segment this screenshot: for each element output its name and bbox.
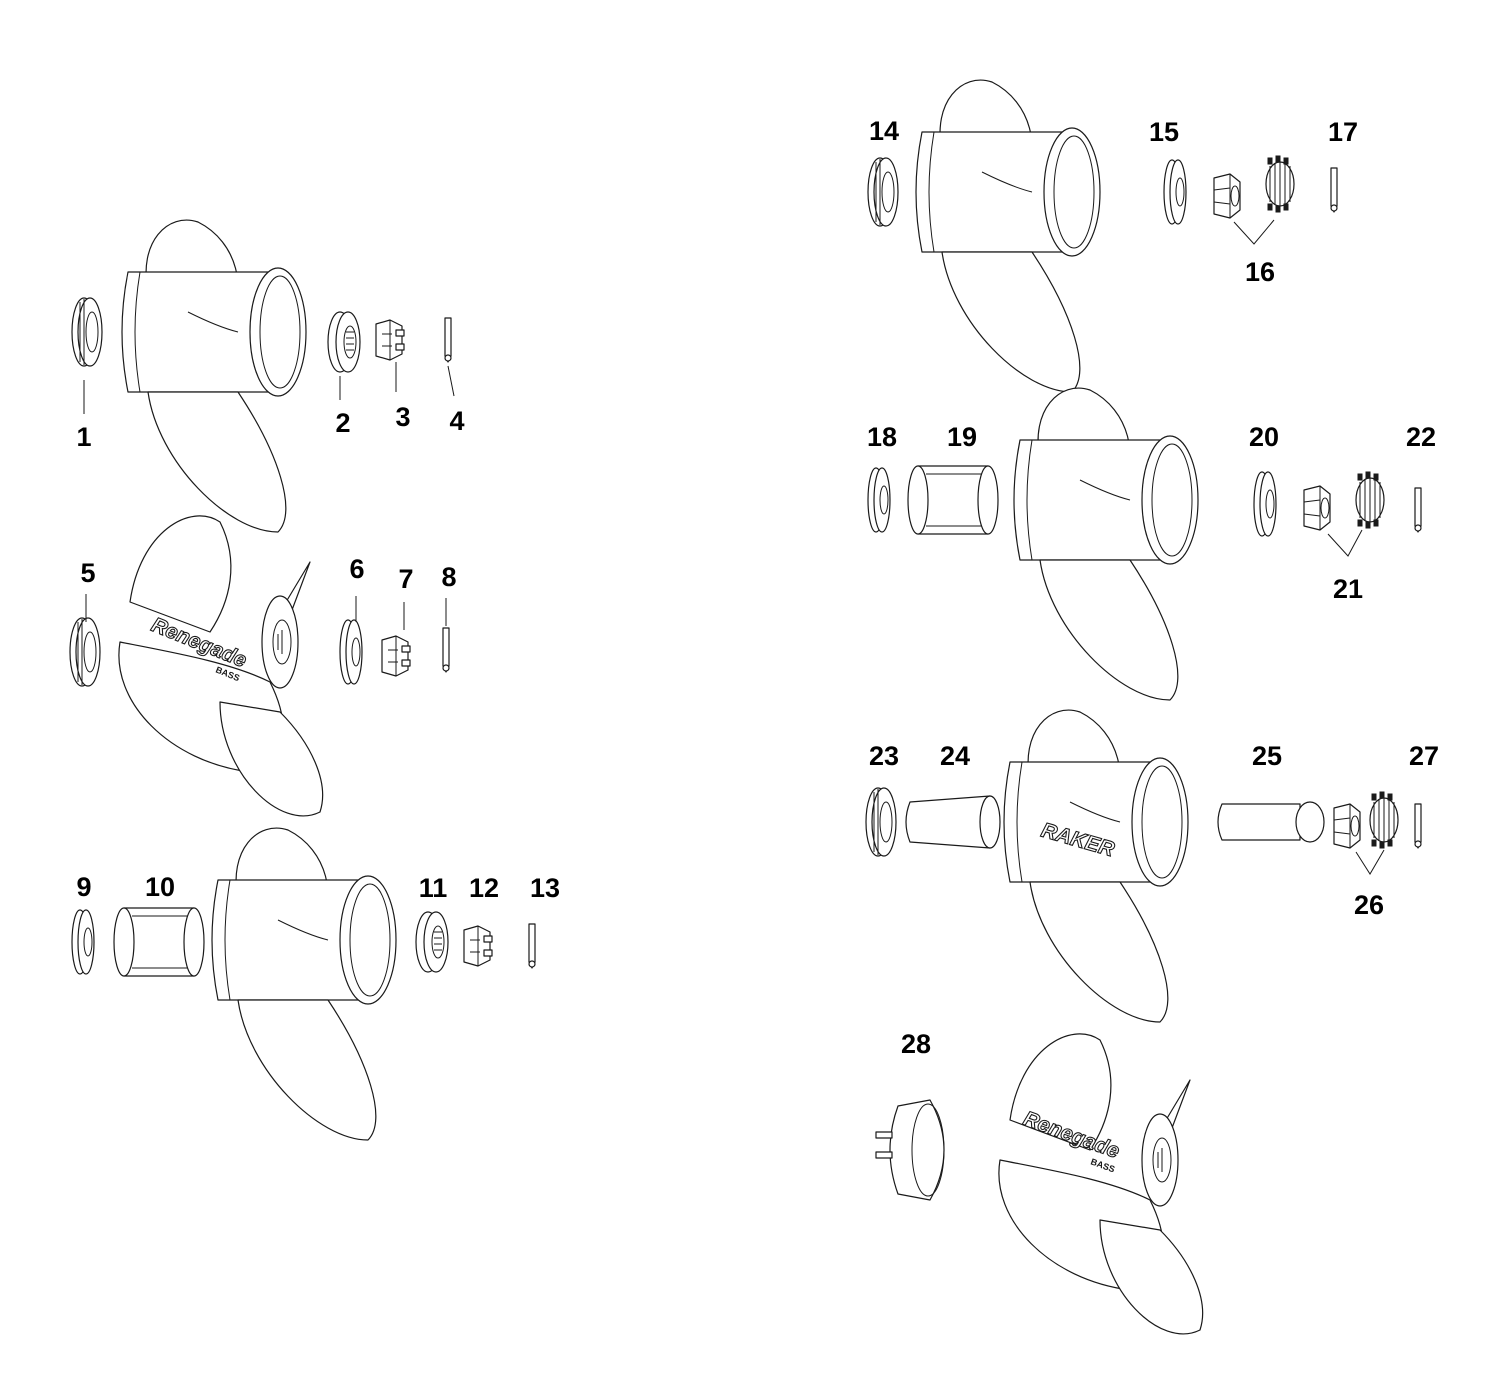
callout-3: 3 bbox=[395, 402, 410, 432]
callout-23: 23 bbox=[869, 741, 899, 771]
callout-14: 14 bbox=[869, 116, 899, 146]
assembly-1 bbox=[71, 219, 455, 533]
callout-6: 6 bbox=[349, 554, 364, 584]
callout-12: 12 bbox=[469, 873, 499, 903]
assembly-5 bbox=[867, 387, 1422, 701]
sleeve-25 bbox=[1217, 803, 1301, 841]
assembly-3 bbox=[71, 827, 536, 1141]
callout-28: 28 bbox=[901, 1029, 931, 1059]
callout-11: 11 bbox=[419, 873, 448, 903]
callout-5: 5 bbox=[80, 558, 95, 588]
callout-1: 1 bbox=[76, 422, 91, 452]
callout-13: 13 bbox=[530, 873, 560, 903]
callout-21: 21 bbox=[1333, 574, 1363, 604]
assembly-7: Renegade BASS bbox=[875, 1033, 1204, 1335]
assembly-4 bbox=[867, 79, 1338, 393]
assembly-2: Renegade BASS bbox=[69, 515, 450, 817]
callout-4: 4 bbox=[449, 406, 464, 436]
callout-27: 27 bbox=[1409, 741, 1439, 771]
callout-16: 16 bbox=[1245, 257, 1275, 287]
assembly-6: RAKER bbox=[865, 709, 1422, 1023]
callout-7: 7 bbox=[398, 564, 413, 594]
callout-26: 26 bbox=[1354, 890, 1384, 920]
cap-28 bbox=[889, 1099, 945, 1201]
callout-25: 25 bbox=[1252, 741, 1282, 771]
callout-labels: 1 2 3 4 5 6 7 8 9 10 11 12 13 14 15 16 1… bbox=[76, 116, 1439, 1059]
callout-20: 20 bbox=[1249, 422, 1279, 452]
callout-9: 9 bbox=[76, 872, 91, 902]
callout-15: 15 bbox=[1149, 117, 1179, 147]
callout-10: 10 bbox=[145, 872, 175, 902]
callout-8: 8 bbox=[441, 562, 456, 592]
callout-2: 2 bbox=[335, 408, 350, 438]
callout-22: 22 bbox=[1406, 422, 1436, 452]
callout-17: 17 bbox=[1328, 117, 1358, 147]
callout-18: 18 bbox=[867, 422, 897, 452]
callout-24: 24 bbox=[940, 741, 970, 771]
callout-19: 19 bbox=[947, 422, 977, 452]
